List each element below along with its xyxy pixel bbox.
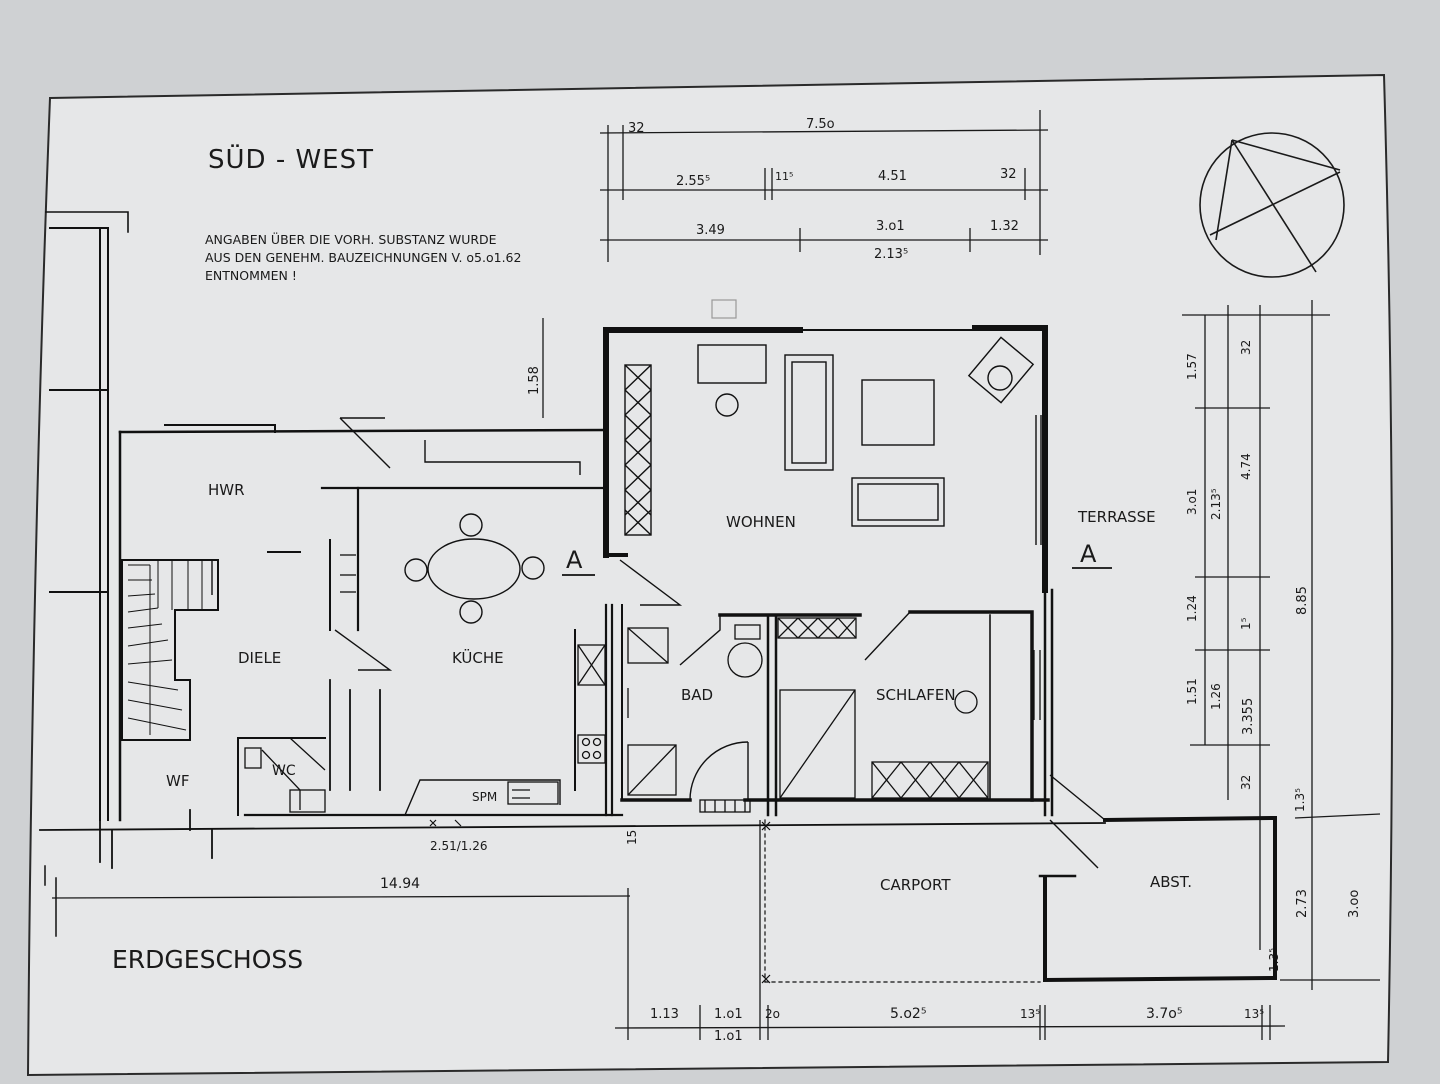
- room-label-wf: WF: [166, 772, 189, 790]
- floor-label: ERDGESCHOSS: [112, 945, 303, 974]
- dim-bottom-5025: 5.o2⁵: [890, 1006, 926, 1022]
- walls: [39, 211, 1277, 983]
- room-label-wohnen: WOHNEN: [726, 513, 796, 531]
- north-arrow-icon: [1199, 132, 1345, 278]
- room-label-spm: SPM: [472, 790, 497, 804]
- dim-right-124: 1.24: [1185, 595, 1199, 622]
- dim-top-2555: 2.55⁵: [676, 174, 710, 189]
- dim-right-273: 2.73: [1295, 889, 1310, 918]
- room-label-bad: BAD: [681, 686, 713, 704]
- note-line-1: ANGABEN ÜBER DIE VORH. SUBSTANZ WURDE: [205, 231, 497, 247]
- dimension-chain-right: [1182, 300, 1381, 990]
- dim-right-157: 1.57: [1185, 353, 1199, 380]
- bathroom-fixtures: [627, 624, 763, 813]
- dim-height-158: 1.58: [527, 366, 542, 395]
- dim-top-349: 3.49: [696, 223, 725, 238]
- dim-wall-15: 15: [625, 830, 639, 845]
- section-marker-left: A: [566, 546, 583, 574]
- dim-right-151: 1.51: [1185, 678, 1199, 705]
- dim-right-32b: 32: [1239, 775, 1253, 790]
- dim-right-885: 8.85: [1295, 586, 1310, 615]
- dim-right-2135: 2.13⁵: [1209, 488, 1223, 520]
- note-line-3: ENTNOMMEN !: [205, 268, 297, 283]
- room-label-diele: DIELE: [238, 649, 281, 667]
- dim-right-474: 4.74: [1239, 453, 1253, 480]
- dim-top-750: 7.5o: [806, 117, 835, 132]
- dim-bottom-20: 2o: [765, 1007, 780, 1021]
- room-label-kueche: KÜCHE: [452, 648, 504, 667]
- staircase: [127, 560, 203, 735]
- dim-top-2135: 2.13⁵: [874, 247, 908, 262]
- dim-bottom-3705: 3.7o⁵: [1146, 1006, 1182, 1022]
- furniture-living: [624, 336, 1042, 545]
- dim-bottom-101a: 1.o1: [714, 1007, 743, 1022]
- dim-top-451: 4.51: [878, 169, 907, 184]
- room-label-schlafen: SCHLAFEN: [876, 686, 956, 704]
- dim-window: 2.51/1.26: [430, 839, 487, 853]
- room-label-abst: ABST.: [1150, 873, 1192, 891]
- dim-top-132: 1.32: [990, 219, 1019, 234]
- dim-top-115: 11⁵: [775, 170, 793, 183]
- dimension-chain-bottom: [51, 820, 1286, 1040]
- section-marker-right: A: [1080, 540, 1097, 568]
- bedroom-furniture: [777, 617, 1041, 799]
- dim-total-width: 14.94: [380, 876, 420, 892]
- dim-top-32: 32: [628, 121, 645, 136]
- dim-right-3355: 3.355: [1241, 698, 1256, 735]
- dim-right-135a: 1.3⁵: [1293, 788, 1307, 812]
- note-line-2: AUS DEN GENEHM. BAUZEICHNUNGEN V. o5.o1.…: [205, 250, 521, 265]
- dim-bottom-101b: 1.o1: [714, 1029, 743, 1044]
- room-label-hwr: HWR: [208, 481, 245, 499]
- dim-right-15: 1⁵: [1239, 617, 1253, 630]
- kitchen-counter: [340, 554, 606, 805]
- dim-bottom-135a: 13⁵: [1020, 1007, 1040, 1021]
- room-label-wc: WC: [272, 763, 296, 779]
- plan-title: SÜD - WEST: [208, 143, 374, 175]
- dim-right-300: 3.oo: [1347, 890, 1362, 918]
- dim-top-301: 3.o1: [876, 219, 905, 234]
- dim-top-32b: 32: [1000, 167, 1017, 182]
- dimension-chain-top: [599, 110, 1049, 262]
- wc-fixtures: [244, 737, 326, 816]
- dim-bottom-113: 1.13: [650, 1007, 679, 1022]
- dining-table: [404, 513, 545, 624]
- door-swings: [211, 417, 1106, 869]
- dim-bottom-135b: 13⁵: [1244, 1007, 1264, 1021]
- room-label-carport: CARPORT: [880, 876, 951, 894]
- misc-marks: [429, 299, 771, 984]
- room-label-terrasse: TERRASSE: [1077, 508, 1156, 526]
- dim-right-32: 32: [1239, 340, 1253, 355]
- dim-right-301: 3.o1: [1185, 489, 1199, 515]
- paper-sheet: [26, 73, 1394, 1077]
- dim-right-126: 1.26: [1209, 683, 1223, 710]
